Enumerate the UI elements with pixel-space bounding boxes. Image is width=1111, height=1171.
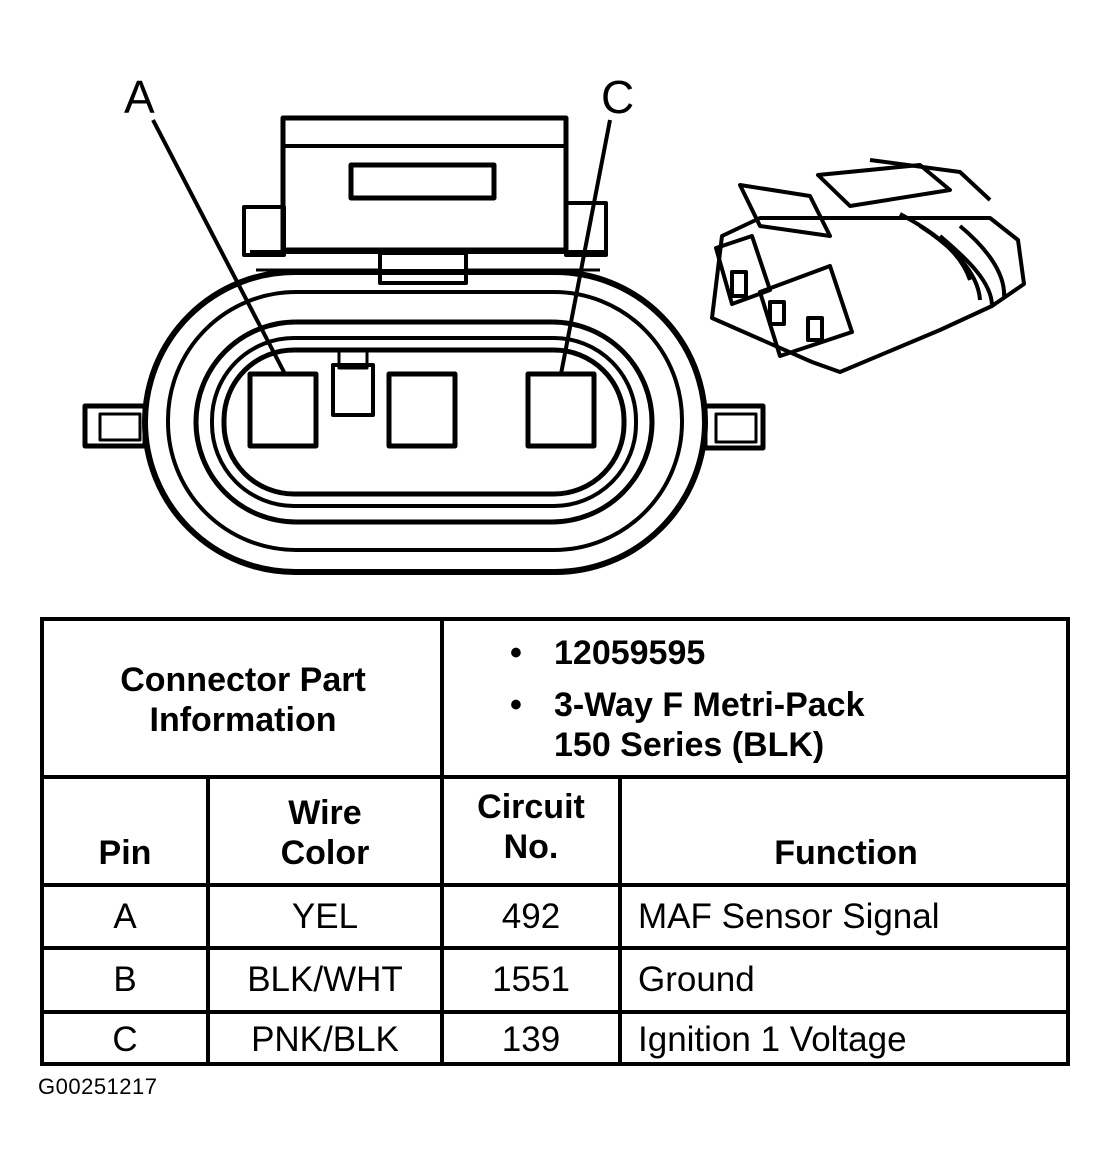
table-row-pin: C bbox=[112, 1020, 138, 1059]
part-description-line1: 3-Way F Metri-Pack bbox=[554, 686, 865, 724]
connector-drawing bbox=[82, 115, 1026, 575]
pin-a-cavity bbox=[247, 371, 319, 449]
bullet-icon: • bbox=[510, 634, 522, 672]
leader-line-c bbox=[559, 119, 612, 375]
part-number: 12059595 bbox=[554, 634, 706, 672]
table-row-circuit-no: 139 bbox=[501, 1020, 561, 1059]
table-row-circuit-no: 492 bbox=[501, 896, 561, 936]
table-row-circuit-no: 1551 bbox=[492, 960, 570, 999]
table-row-pin: A bbox=[113, 896, 137, 936]
table-row-wire-color: PNK/BLK bbox=[251, 1020, 399, 1059]
connector-face bbox=[82, 115, 766, 575]
leader-line-a bbox=[151, 119, 287, 375]
pin-b-cavity bbox=[386, 371, 458, 449]
part-number-row: • 12059595 bbox=[510, 633, 1070, 673]
bullet-icon: • bbox=[510, 686, 522, 724]
table-row-function: Ignition 1 Voltage bbox=[638, 1020, 907, 1059]
figure-id: G00251217 bbox=[38, 1074, 158, 1099]
column-header-wire-color: Wire Color bbox=[280, 794, 370, 872]
connector-info-table: Connector Part Information • 12059595 • … bbox=[40, 617, 1070, 1066]
pin-callout-c: C bbox=[601, 71, 635, 123]
connector-part-info-label: Connector Part Information bbox=[120, 661, 366, 739]
pin-callout-a: A bbox=[124, 71, 155, 123]
connector-part-info-values: • 12059595 • 3-Way F Metri-Pack 150 Seri… bbox=[446, 621, 1070, 779]
table-row-wire-color: BLK/WHT bbox=[247, 960, 403, 999]
table-row-function: MAF Sensor Signal bbox=[638, 896, 940, 936]
table-row-wire-color: YEL bbox=[291, 896, 359, 936]
part-description-row: • 3-Way F Metri-Pack 150 Series (BLK) bbox=[510, 685, 1070, 765]
table-row-pin: B bbox=[113, 960, 137, 999]
table-row-function: Ground bbox=[638, 960, 755, 999]
connector-perspective bbox=[710, 158, 1026, 374]
pin-c-cavity bbox=[525, 371, 597, 449]
part-description-line2: 150 Series (BLK) bbox=[554, 726, 825, 764]
column-header-function: Function bbox=[774, 834, 918, 872]
column-header-circuit-no: Circuit No. bbox=[477, 788, 585, 866]
column-header-pin: Pin bbox=[98, 834, 152, 872]
